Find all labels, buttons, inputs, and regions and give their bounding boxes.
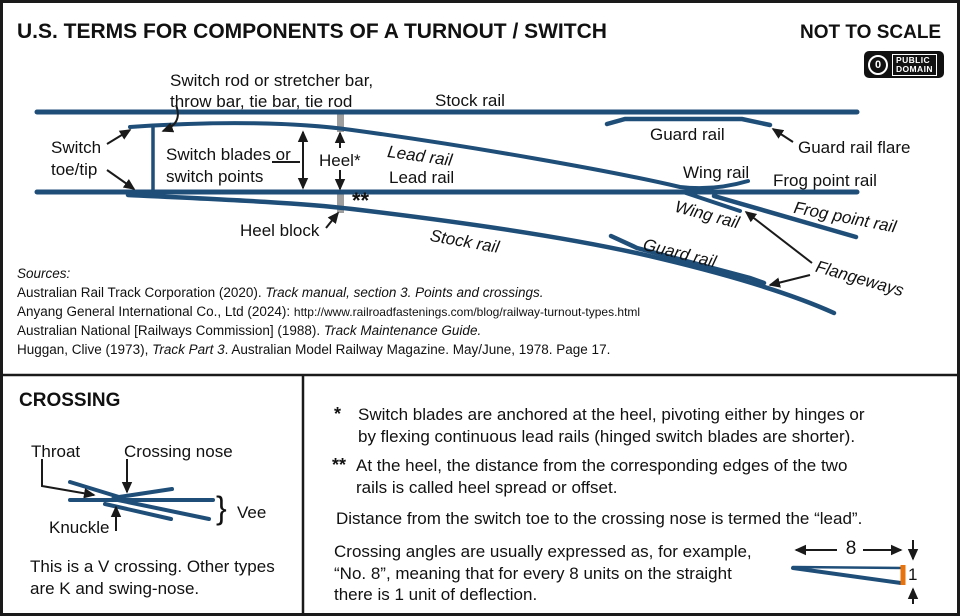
note-marker-2: ** <box>332 455 347 475</box>
guard-flare-arrow <box>771 128 794 143</box>
knuckle-label: Knuckle <box>49 518 110 537</box>
source-ref-1: Australian Rail Track Corporation (2020)… <box>17 285 544 300</box>
crossing-wing-rail-upper <box>68 480 174 500</box>
frog-point-rail-diverging-line <box>711 193 859 240</box>
heel-block-bottom <box>337 192 344 213</box>
guard-rail-upper-line <box>604 116 773 128</box>
ratio-straight-value: 8 <box>845 538 857 559</box>
crossing-vee-diagonal-rail <box>111 497 211 521</box>
rail-lines <box>34 109 905 585</box>
ratio-straight-line <box>791 565 905 570</box>
heel-label: Heel* <box>319 151 361 170</box>
throat-arrow <box>41 459 96 499</box>
heel-block-arrow <box>325 211 339 229</box>
crossing-caption: This is a V crossing. Other types are K … <box>30 557 275 598</box>
crossing-angle-note: Crossing angles are usually expressed as… <box>334 542 752 604</box>
heel-block-markers <box>337 113 344 213</box>
toe-upper-arrow <box>106 129 132 145</box>
flangeway-arrow-lower <box>768 274 811 288</box>
scale-note: NOT TO SCALE <box>800 22 942 43</box>
throat-label: Throat <box>31 442 81 461</box>
ratio-deflection-value: 1 <box>908 565 918 584</box>
source-ref-3: Australian National [Railways Commission… <box>17 323 482 338</box>
switch-blades-label: Switch blades or switch points <box>166 145 291 186</box>
frog-point-rail-main-label: Frog point rail <box>773 171 877 190</box>
public-domain-badge: 0 PUBLIC DOMAIN <box>864 51 944 78</box>
public-domain-badge-text: PUBLIC DOMAIN <box>892 53 937 76</box>
diagram-artwork <box>3 104 957 613</box>
wing-rail-lower-line <box>681 190 742 213</box>
public-domain-zero-icon: 0 <box>868 54 888 75</box>
vee-label: Vee <box>237 503 267 522</box>
switch-rod-arrow <box>161 104 179 133</box>
source-url: http://www.railroadfastenings.com/blog/r… <box>293 305 641 319</box>
heel-block-top <box>337 113 344 132</box>
switch-toe-label: Switch toe/tip <box>51 138 102 179</box>
switch-blade-lead-rail-curve <box>128 121 750 191</box>
toe-lower-arrow <box>106 169 136 190</box>
wing-rail-main-label: Wing rail <box>683 163 750 182</box>
annotation-arrows <box>41 104 919 604</box>
guard-rail-flare-label: Guard rail flare <box>798 138 911 157</box>
note-hinges: * Switch blades are anchored at the heel… <box>334 404 865 446</box>
lead-rail-straight-label: Lead rail <box>389 168 455 187</box>
crossing-nose-label: Crossing nose <box>124 442 233 461</box>
crossing-heading: CROSSING <box>19 390 121 411</box>
lead-definition-note: Distance from the switch toe to the cros… <box>336 509 863 528</box>
guard-rail-main-label: Guard rail <box>650 125 725 144</box>
heel-block-label: Heel block <box>240 221 320 240</box>
vee-brace: } <box>216 490 227 526</box>
page-title: U.S. TERMS FOR COMPONENTS OF A TURNOUT /… <box>17 20 607 43</box>
source-ref-2: Anyang General International Co., Ltd (2… <box>17 304 641 319</box>
source-ref-4: Huggan, Clive (1973), Track Part 3. Aust… <box>17 342 611 357</box>
note-heel-spread: ** At the heel, the distance from the co… <box>332 455 848 497</box>
flangeway-arrow-upper <box>744 211 813 264</box>
switch-blade-stock-rail-curve <box>125 192 837 316</box>
note-marker-1: * <box>334 404 342 424</box>
ratio-diagonal-line <box>791 566 903 585</box>
stock-rail-top-label: Stock rail <box>435 91 505 110</box>
heel-spread-mark: ** <box>352 188 370 213</box>
sources-heading: Sources: <box>17 266 71 281</box>
guard-rail-lower-line <box>608 233 767 286</box>
section-dividers <box>3 373 957 613</box>
switch-rod-label: Switch rod or stretcher bar, throw bar, … <box>170 71 374 111</box>
